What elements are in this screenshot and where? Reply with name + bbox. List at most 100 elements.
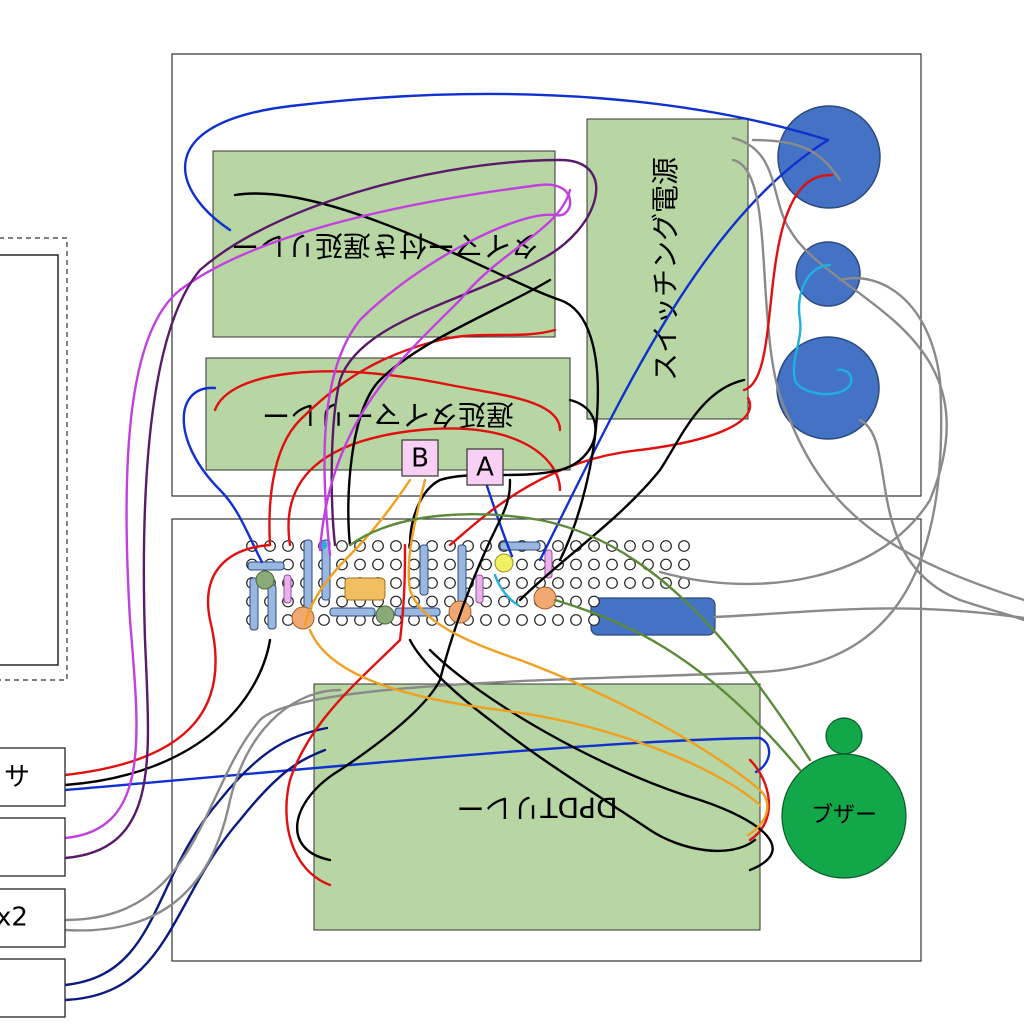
perfboard-hole [372, 540, 384, 552]
perfboard-hole [552, 614, 564, 626]
wire-gray-left-bottom [63, 688, 342, 932]
wire-purple-dark [63, 158, 598, 860]
perfboard-hole [336, 540, 348, 552]
wire-red-switch [448, 396, 752, 547]
perfboard-hole [678, 540, 690, 552]
perfboard-hole [390, 558, 402, 571]
wire-gray-blue-comp [713, 607, 1024, 620]
perfboard-hole [570, 614, 582, 626]
perfboard-hole [588, 558, 600, 571]
marker-b-label: B [411, 444, 429, 474]
perfboard-hole [498, 614, 510, 626]
perfboard-hole [516, 577, 528, 589]
perfboard-hole [498, 595, 510, 608]
wire-orange-b-2 [407, 478, 769, 837]
wire-purple-light-2 [318, 188, 572, 552]
perfboard-hole [606, 558, 618, 571]
perfboard-hole [516, 558, 528, 571]
terminal-sensor-label: サ [4, 763, 30, 793]
perfboard-hole [282, 540, 294, 552]
marker-a: A [466, 448, 504, 486]
terminal-x2-label: x2 [0, 903, 28, 933]
wire-gray-right-3 [858, 418, 1024, 622]
perfboard-hole [336, 595, 348, 608]
wire-red-timer [268, 328, 557, 547]
wire-red-loop [287, 427, 562, 547]
perfboard-hole [372, 558, 384, 571]
wire-black-timer-2 [347, 278, 552, 547]
wire-gray-right-1 [658, 136, 948, 586]
timer-relay-module: タイマー付き遅延リレー [212, 150, 556, 338]
wire-orange-b-1 [303, 478, 412, 627]
perfboard-hole [588, 595, 600, 608]
dpdt-relay-label: DPDTリレー [456, 791, 617, 824]
perfboard-hole [588, 577, 600, 589]
wire-red-relay [213, 370, 562, 432]
dpdt-relay-module: DPDTリレー [313, 683, 761, 931]
wire-black-sensor [63, 638, 272, 787]
wire-red-dpdt [285, 543, 407, 887]
wire-red-knob [742, 173, 834, 392]
buzzer-label: ブザー [811, 803, 877, 828]
blue-component [590, 597, 716, 636]
perfboard-hole [660, 540, 672, 552]
wire-black-switch [518, 378, 746, 602]
perfboard-hole [354, 558, 366, 571]
wire-blue-top-loop [183, 92, 830, 232]
marker-b: B [401, 439, 439, 477]
perfboard-hole [444, 577, 456, 589]
wire-purple-light [63, 183, 572, 840]
wire-orange-3 [308, 628, 762, 807]
perfboard-hole [588, 540, 600, 552]
perfboard-hole [570, 558, 582, 571]
timer-relay-label: タイマー付き遅延リレー [231, 229, 539, 262]
perfboard-hole [552, 577, 564, 589]
perfboard-hole [516, 595, 528, 608]
perfboard-hole [444, 558, 456, 571]
left-panel [0, 237, 68, 681]
perfboard-hole [624, 558, 636, 571]
wire-gray-right-2 [731, 158, 1024, 602]
perfboard-hole [516, 614, 528, 626]
knob-small[interactable] [795, 241, 861, 307]
wire-cyan-2 [493, 573, 520, 607]
perfboard-hole [552, 540, 564, 552]
perfboard-hole [642, 540, 654, 552]
terminal-x2[interactable] [0, 888, 66, 948]
wire-green-2 [553, 598, 802, 772]
wire-green-1 [348, 513, 812, 762]
perfboard-hole [390, 595, 402, 608]
terminal-4[interactable] [0, 958, 66, 1018]
terminal-sensor[interactable] [0, 747, 66, 807]
wire-red-sensor [63, 543, 272, 777]
terminal-boxes: サ x2 [0, 747, 66, 1018]
switching-power-module: スイッチング電源 [586, 118, 749, 420]
wire-black-dpdt-right [428, 648, 774, 872]
perfboard-hole [390, 540, 402, 552]
wire-navy-1 [63, 726, 329, 987]
wire-blue-left-relay [182, 386, 264, 564]
perfboard-components [247, 539, 557, 631]
perfboard-hole [624, 540, 636, 552]
wire-red-dpdt-right [748, 758, 771, 842]
perfboard-hole [570, 577, 582, 589]
marker-a-label: A [476, 453, 494, 483]
knob-group [776, 105, 881, 440]
wire-black-dpdt [295, 478, 512, 862]
knob-large[interactable] [777, 105, 881, 209]
terminal-2[interactable] [0, 817, 66, 877]
perfboard-hole [624, 577, 636, 589]
upper-enclosure [171, 53, 922, 497]
perfboard-hole [318, 614, 330, 626]
perfboard-hole [642, 577, 654, 589]
perfboard-hole [426, 595, 438, 608]
wire-blue-knob [538, 138, 830, 562]
lower-enclosure [171, 518, 922, 962]
wires [63, 92, 1024, 1002]
wire-black-dpdt-mid [408, 638, 757, 853]
wire-gray-top [751, 138, 842, 182]
delay-relay-label: 遅延タイマーリレー [262, 398, 514, 431]
perfboard-hole [660, 558, 672, 571]
buzzer: ブザー [781, 717, 907, 879]
